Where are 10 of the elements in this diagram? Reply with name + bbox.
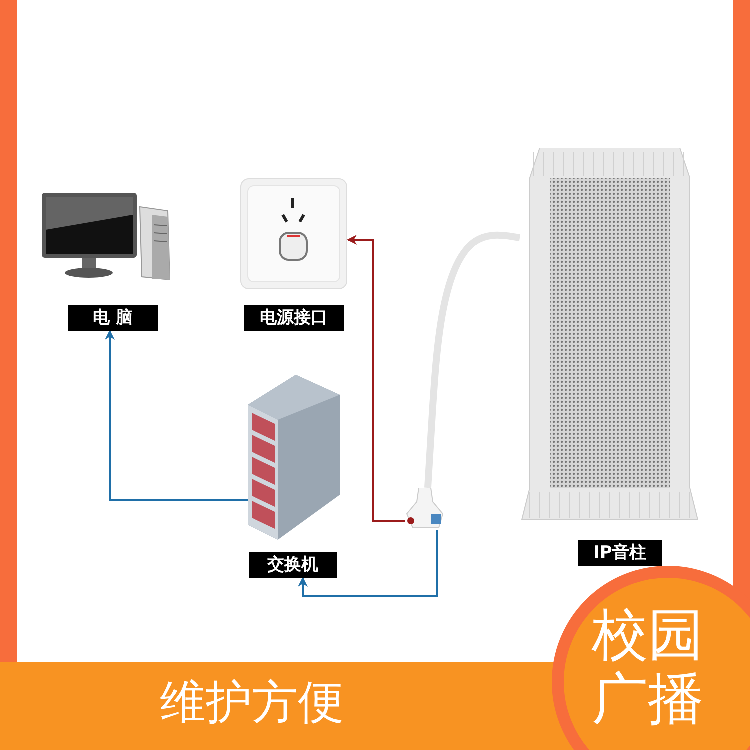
cable <box>424 232 521 488</box>
badge-title: 校园广播 <box>592 604 705 733</box>
connection-line <box>105 330 248 501</box>
connection-line <box>347 235 405 522</box>
device-label: 交换机 <box>249 552 337 578</box>
connection-line <box>298 530 438 597</box>
device-label: IP音柱 <box>578 540 662 566</box>
footer-caption: 维护方便 <box>160 676 344 729</box>
device-label: 电源接口 <box>244 305 344 331</box>
device-label: 电 脑 <box>68 305 158 331</box>
